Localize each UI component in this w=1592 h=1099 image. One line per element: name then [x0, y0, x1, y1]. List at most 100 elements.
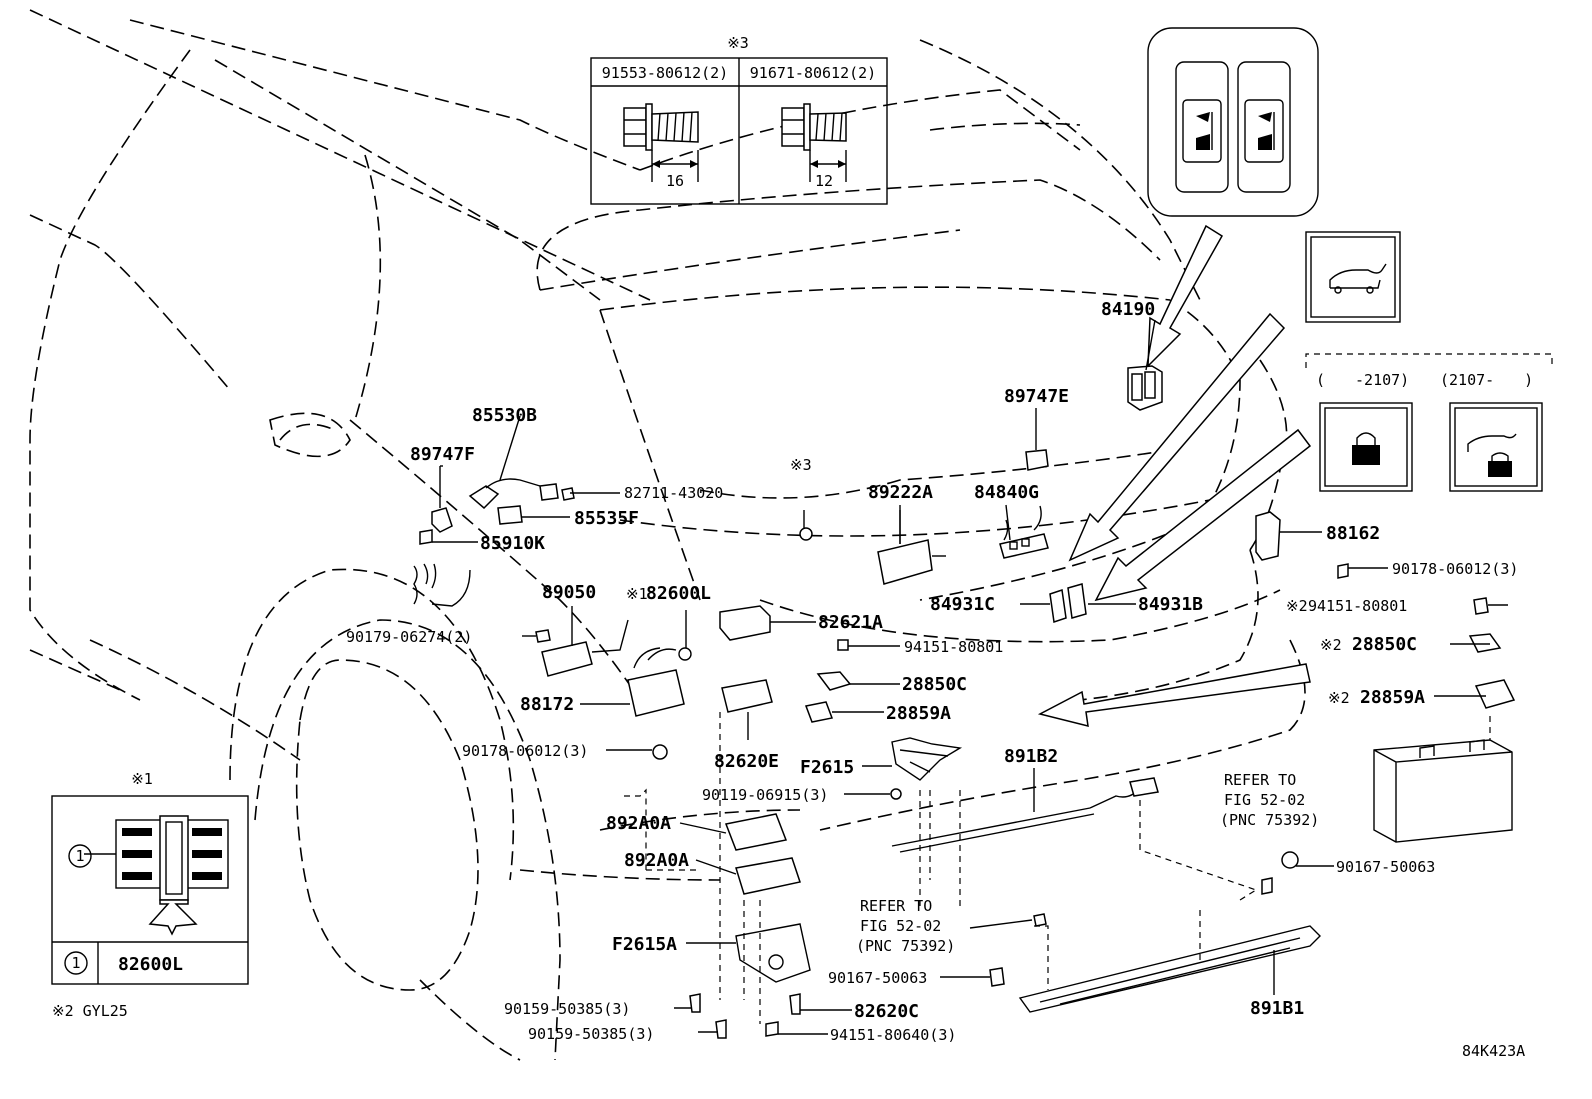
label-84840G: 84840G	[974, 482, 1039, 503]
pointer-arrows	[1037, 224, 1312, 727]
bolt-table-mark: ※3	[727, 34, 749, 52]
label-82620E: 82620E	[714, 751, 779, 772]
svg-text:FIG 52-02: FIG 52-02	[860, 917, 941, 935]
svg-text:(PNC 75392): (PNC 75392)	[856, 937, 955, 955]
clip-inset: ※1 1 1 82600L	[51, 770, 249, 985]
svg-text:REFER TO: REFER TO	[860, 897, 932, 915]
bolt-12-icon	[781, 103, 847, 182]
sensor-89747E	[1025, 449, 1049, 471]
refer-note-2: REFER TO FIG 52-02 (PNC 75392)	[856, 897, 955, 955]
label-90167-50063-right: 90167-50063	[1336, 858, 1435, 876]
clip-82600L-icon	[678, 647, 692, 661]
label-82621A: 82621A	[818, 612, 883, 633]
label-85530B: 85530B	[472, 405, 537, 426]
label-84931C: 84931C	[930, 594, 995, 615]
label-90178-06012: 90178-06012(3)	[462, 742, 588, 760]
module-88172	[627, 669, 685, 717]
date-inset: ( -2107) (2107- )	[1305, 353, 1553, 492]
module-89222A	[877, 539, 933, 585]
refer-note-1: REFER TO FIG 52-02 (PNC 75392)	[1220, 771, 1319, 829]
label-88172: 88172	[520, 694, 574, 715]
bolt-16-icon	[623, 103, 699, 182]
connector-84931C	[1049, 589, 1067, 623]
car-lock-icon	[1467, 433, 1517, 477]
clip-callout-1: 1	[75, 847, 84, 865]
date-right: (2107- )	[1440, 371, 1533, 389]
label-F2615A: F2615A	[612, 934, 677, 955]
relay-box-82620E	[721, 679, 773, 713]
leader-lines	[432, 319, 1508, 1035]
label-mark2-c: ※2	[1328, 689, 1350, 707]
bolt-table: ※3 91553-80612(2) 91671-80612(2) 16	[590, 34, 888, 205]
label-28859A-right: 28859A	[1360, 687, 1425, 708]
note2: ※2 GYL25	[52, 1002, 128, 1020]
label-94151-80801: 94151-80801	[904, 638, 1003, 656]
cable-28850C-right	[1468, 633, 1502, 653]
label-85535F: 85535F	[574, 508, 639, 529]
connector-84931B	[1067, 583, 1087, 619]
module-892A0A-upper	[724, 813, 788, 851]
label-891B1: 891B1	[1250, 998, 1304, 1019]
module-892A0A-lower	[735, 857, 801, 895]
label-82711-43020: 82711-43020	[624, 484, 723, 502]
part-labels: 84190 89747E 85530B 89747F 82711-43020 8…	[346, 299, 1518, 1044]
clip-table-callout: 1	[71, 954, 80, 972]
bolt-dim-12: 12	[815, 172, 833, 190]
label-85910K: 85910K	[480, 533, 545, 554]
clip-table-part: 82600L	[118, 954, 183, 975]
label-90179-06274: 90179-06274(2)	[346, 628, 472, 646]
label-89747E: 89747E	[1004, 386, 1069, 407]
svg-text:REFER TO: REFER TO	[1224, 771, 1296, 789]
diagram-id: 84K423A	[1462, 1042, 1525, 1060]
door-left-icon	[1196, 112, 1213, 150]
label-90178-06012-right: 90178-06012(3)	[1392, 560, 1518, 578]
bracket-F2615A	[735, 923, 811, 983]
bracket-82621A	[719, 605, 771, 641]
battery-icon	[1373, 739, 1513, 843]
switch-inset	[1147, 27, 1319, 217]
sensor-88162	[1255, 511, 1281, 561]
cable-28850C	[816, 671, 852, 691]
label-28859A: 28859A	[886, 703, 951, 724]
label-84931B: 84931B	[1138, 594, 1203, 615]
bracket-F2615	[891, 737, 963, 781]
module-89050	[541, 641, 593, 677]
harness-891B2	[891, 785, 1157, 853]
label-94151-80640: 94151-80640(3)	[830, 1026, 956, 1044]
svg-text:FIG 52-02: FIG 52-02	[1224, 791, 1305, 809]
car-silhouette-icon	[1329, 263, 1387, 289]
label-89050: 89050	[542, 582, 596, 603]
lock-icon	[1352, 432, 1380, 465]
rear-door-icon-box	[1305, 231, 1401, 323]
label-mark3: ※3	[790, 456, 812, 474]
bolt-part-91671: 91671-80612(2)	[750, 64, 876, 82]
label-88162: 88162	[1326, 523, 1380, 544]
date-left: ( -2107)	[1316, 371, 1409, 389]
label-84190: 84190	[1101, 299, 1155, 320]
label-90167-50063: 90167-50063	[828, 969, 927, 987]
door-right-icon	[1258, 112, 1275, 150]
label-mark2-b: ※2	[1320, 636, 1342, 654]
label-82600L: 82600L	[646, 583, 711, 604]
cover-28859A	[804, 701, 834, 723]
label-90159-50385-a: 90159-50385(3)	[504, 1000, 630, 1018]
switch-84190	[1127, 365, 1163, 411]
clip-inset-mark: ※1	[131, 770, 153, 788]
label-89222A: 89222A	[868, 482, 933, 503]
cover-28859A-right	[1474, 679, 1516, 709]
svg-text:(PNC 75392): (PNC 75392)	[1220, 811, 1319, 829]
label-28850C: 28850C	[902, 674, 967, 695]
label-90119-06915: 90119-06915(3)	[702, 786, 828, 804]
clip-icon	[148, 899, 198, 936]
bolt-part-91553: 91553-80612(2)	[602, 64, 728, 82]
label-892A0A-lower: 892A0A	[624, 850, 689, 871]
harness-85530B	[468, 478, 575, 525]
components	[413, 365, 1516, 1039]
sensor-89747F	[431, 507, 453, 533]
label-82620C: 82620C	[854, 1001, 919, 1022]
label-28850C-right: 28850C	[1352, 634, 1417, 655]
bolt-dim-16: 16	[666, 172, 684, 190]
label-891B2: 891B2	[1004, 746, 1058, 767]
label-mark2-a: ※2	[1286, 597, 1308, 615]
